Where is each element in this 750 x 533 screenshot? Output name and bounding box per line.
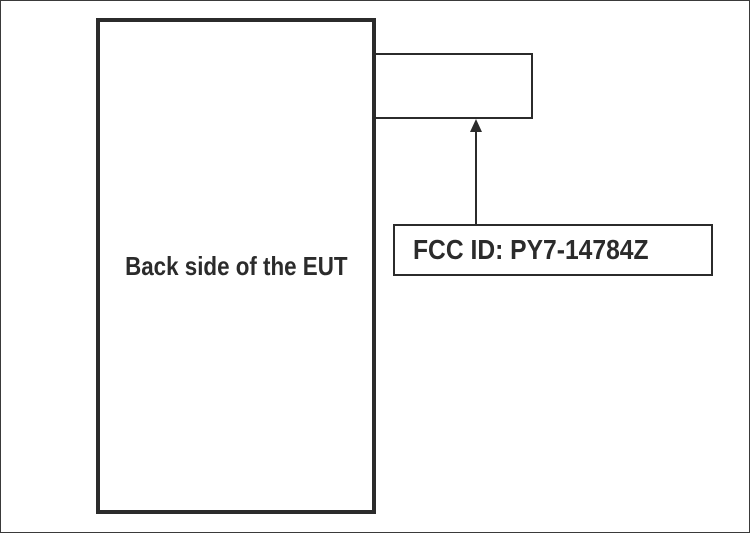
eut-back-side-label: Back side of the EUT: [124, 250, 348, 281]
arrowhead-icon: [470, 119, 482, 132]
eut-back-side-outline: Back side of the EUT: [96, 18, 376, 514]
fcc-label-plate: [376, 53, 533, 119]
fcc-id-text: FCC ID: PY7-14784Z: [413, 234, 649, 265]
fcc-id-callout: FCC ID: PY7-14784Z: [393, 224, 713, 276]
